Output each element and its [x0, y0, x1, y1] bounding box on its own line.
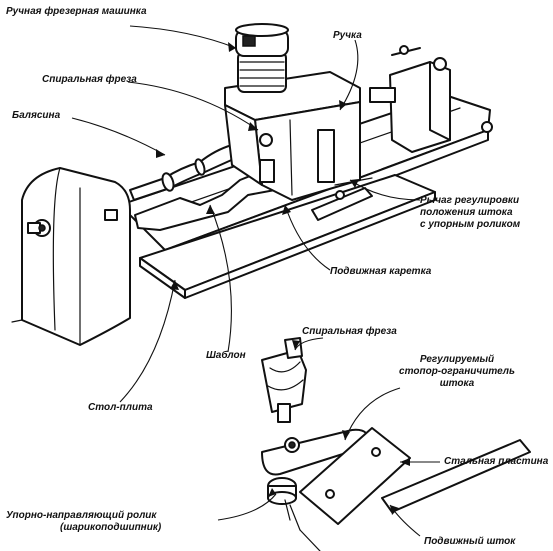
- detail-spiral-cutter: [261, 337, 307, 423]
- table-plate: [139, 174, 436, 299]
- label-handle: Ручка: [333, 30, 362, 41]
- label-spiral-cutter: Спиральная фреза: [42, 74, 137, 85]
- detail-roller: [267, 477, 301, 531]
- label-template: Шаблон: [206, 350, 246, 361]
- label-baluster: Балясина: [12, 110, 61, 121]
- router-motor: [235, 23, 289, 93]
- label-lever-line2: положения штока: [420, 207, 513, 218]
- label-lever-line1: Рычаг регулировки: [420, 195, 520, 206]
- lever-roller: [311, 177, 373, 221]
- arrowheads: [156, 42, 410, 515]
- label-steel-plate: Стальная пластина: [444, 456, 549, 467]
- router-carriage: [224, 71, 361, 201]
- label-movable-rod: Подвижный шток: [424, 536, 516, 547]
- label-stop-line1: Регулируемый: [419, 354, 495, 365]
- label-roller-line1: Упорно-направляющий ролик: [6, 510, 157, 521]
- headstock: [11, 167, 131, 346]
- detail-movable-rod: [299, 439, 531, 551]
- tailstock: [369, 45, 493, 153]
- label-spiral-cutter-detail: Спиральная фреза: [302, 326, 397, 337]
- label-stop-line2: стопор-ограничитель: [399, 366, 515, 377]
- label-router: Ручная фрезерная машинка: [6, 6, 147, 17]
- label-roller-line2: (шарикоподшипник): [60, 522, 162, 533]
- label-lever-line3: с упорным роликом: [420, 219, 521, 230]
- label-stop-line3: штока: [439, 378, 475, 389]
- label-table-plate: Стол-плита: [88, 402, 153, 413]
- label-carriage: Подвижная каретка: [330, 266, 432, 277]
